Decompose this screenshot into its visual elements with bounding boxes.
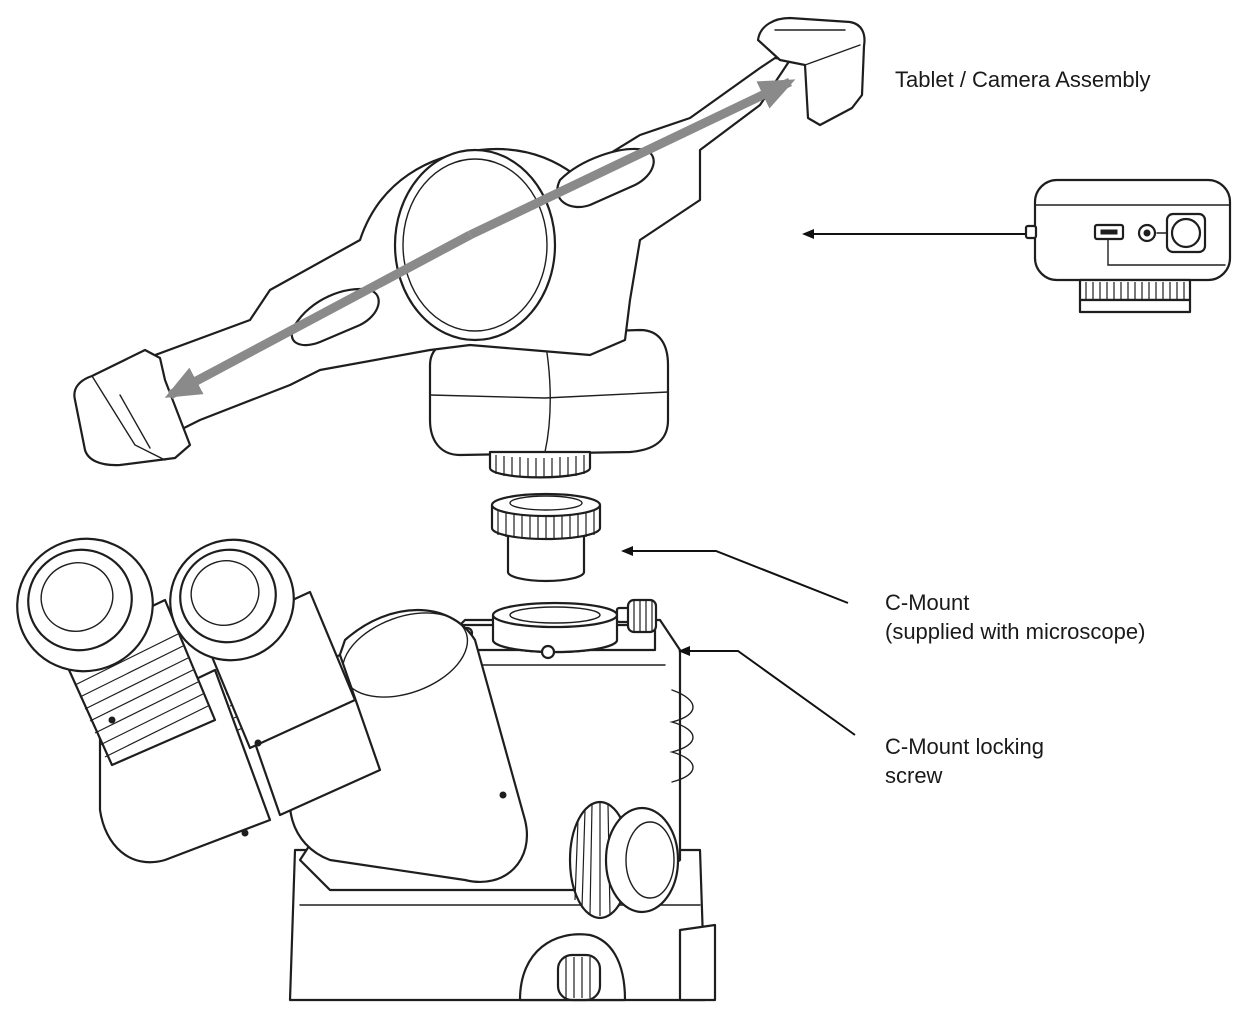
focus-knob-lower bbox=[556, 953, 602, 1002]
tablet-holder-icon bbox=[73, 16, 866, 479]
c-mount-adapter-icon bbox=[490, 492, 602, 583]
usb-port-icon bbox=[1093, 223, 1125, 241]
label-locking-screw: C-Mount locking bbox=[885, 734, 1044, 759]
double-arrow-icon bbox=[164, 77, 796, 399]
pointer-arrow-locking-screw bbox=[678, 646, 856, 736]
locking-screw-icon bbox=[615, 598, 658, 634]
zoom-knob-icon bbox=[568, 800, 680, 920]
pointer-arrow-c-mount bbox=[621, 546, 849, 604]
microscope-icon bbox=[16, 537, 717, 1002]
label-locking-screw-cont: screw bbox=[885, 763, 943, 788]
camera-icon bbox=[1024, 178, 1232, 314]
label-c-mount: C-Mount bbox=[885, 590, 970, 615]
right-eyepiece-icon bbox=[169, 538, 382, 817]
label-c-mount-note: (supplied with microscope) bbox=[885, 619, 1146, 644]
left-eyepiece-icon bbox=[16, 537, 272, 864]
label-tablet-camera-assembly: Tablet / Camera Assembly bbox=[895, 67, 1151, 92]
